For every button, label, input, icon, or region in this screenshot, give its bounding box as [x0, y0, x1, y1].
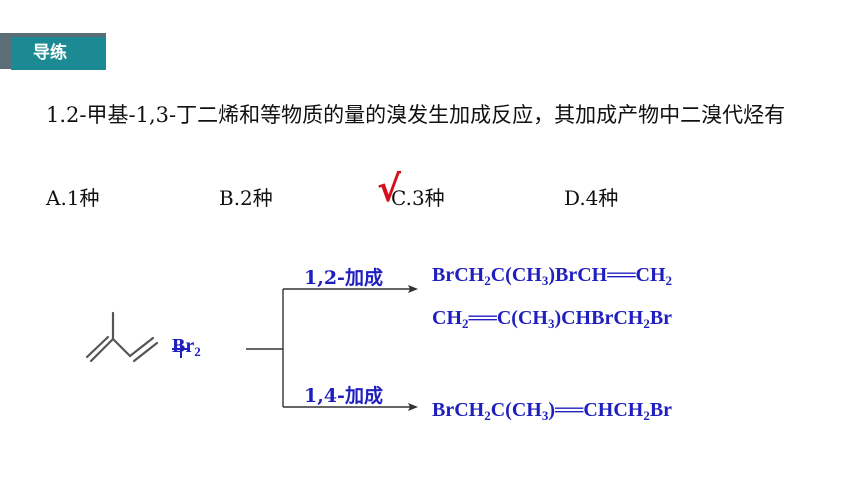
reagent-br2: Br2 [172, 335, 201, 360]
reagent-subscript: 2 [194, 344, 201, 359]
question-text: 1.2-甲基-1,3-丁二烯和等物质的量的溴发生加成反应，其加成产物中二溴代烃有 [46, 103, 786, 127]
branch-lines [246, 288, 416, 408]
option-c[interactable]: C.3种 [391, 186, 445, 210]
label-12-addition: 1,2-加成 [304, 267, 383, 289]
answer-check-mark: √ [377, 169, 402, 210]
product-14: BrCH2C(CH3)══CHCH2Br [432, 399, 673, 423]
option-a[interactable]: A.1种 [46, 186, 100, 210]
reagent-formula: Br [172, 335, 195, 357]
product-12-a: BrCH2C(CH3)BrCH══CH2 [432, 264, 673, 288]
isoprene-structure [85, 311, 159, 363]
product-12-b: CH2══C(CH3)CHBrCH2Br [432, 307, 673, 331]
arrow-head-14 [408, 403, 418, 411]
label-14-addition: 1,4-加成 [304, 385, 383, 407]
options-row: A.1种 B.2种 C.3种 D.4种 [46, 182, 806, 216]
option-b[interactable]: B.2种 [219, 186, 273, 210]
plus-sign [172, 340, 190, 358]
section-tag: 导练 [11, 37, 106, 70]
option-d[interactable]: D.4种 [564, 186, 619, 210]
arrow-head-12 [408, 285, 418, 293]
